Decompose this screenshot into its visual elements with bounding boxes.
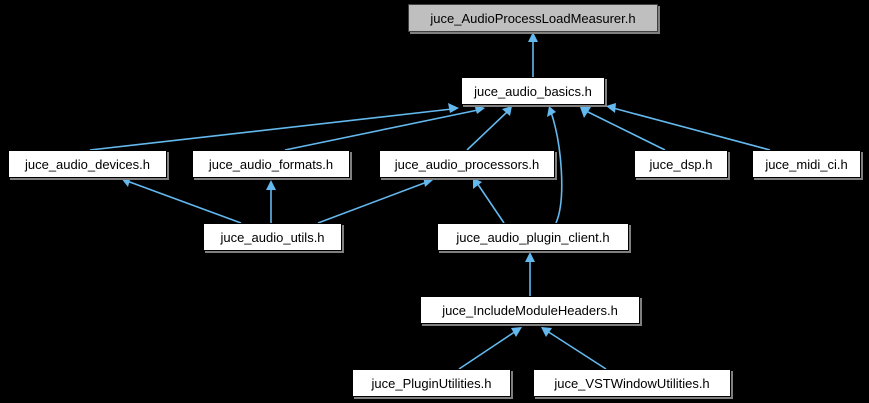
graph-node-plugin_utils[interactable]: juce_PluginUtilities.h <box>352 369 511 397</box>
graph-edge-arrowhead <box>606 103 616 113</box>
graph-edge <box>546 330 607 370</box>
graph-edge <box>612 107 771 151</box>
graph-edge <box>585 110 666 151</box>
graph-edge-arrowhead <box>541 327 552 337</box>
graph-node-dsp[interactable]: juce_dsp.h <box>634 150 728 178</box>
graph-node-label: juce_audio_formats.h <box>208 156 334 172</box>
graph-edge <box>458 330 517 370</box>
graph-node-label: juce_VSTWindowUtilities.h <box>554 375 710 391</box>
graph-node-plugin_client[interactable]: juce_audio_plugin_client.h <box>437 223 629 251</box>
graph-edge <box>317 181 428 224</box>
graph-edge-arrowhead <box>547 106 556 117</box>
graph-node-label: juce_IncludeModuleHeaders.h <box>442 302 618 318</box>
graph-node-label: juce_audio_devices.h <box>24 156 151 172</box>
graph-node-label: juce_AudioProcessLoadMeasurer.h <box>430 10 636 26</box>
graph-edge-arrowhead <box>525 252 535 262</box>
graph-node-vst_window[interactable]: juce_VSTWindowUtilities.h <box>533 369 731 397</box>
graph-node-load_measurer: juce_AudioProcessLoadMeasurer.h <box>408 4 658 32</box>
graph-edge-arrowhead <box>580 107 591 118</box>
graph-node-label: juce_audio_utils.h <box>220 229 325 245</box>
graph-node-devices[interactable]: juce_audio_devices.h <box>8 150 167 178</box>
graph-edge-arrowhead <box>473 178 482 189</box>
graph-node-label: juce_audio_plugin_client.h <box>456 229 610 245</box>
graph-edge <box>476 182 505 224</box>
graph-edge <box>126 180 242 224</box>
graph-node-label: juce_audio_processors.h <box>394 156 540 172</box>
graph-edge <box>466 111 508 151</box>
graph-edge-arrowhead <box>423 176 433 187</box>
graph-edge <box>89 108 453 151</box>
graph-node-formats[interactable]: juce_audio_formats.h <box>192 150 350 178</box>
graph-edge-arrowhead <box>266 180 276 190</box>
graph-node-include_mod[interactable]: juce_IncludeModuleHeaders.h <box>420 296 640 324</box>
graph-node-utils[interactable]: juce_audio_utils.h <box>203 223 342 251</box>
graph-edge-arrowhead <box>528 32 538 42</box>
graph-edge-arrowhead <box>121 176 131 187</box>
graph-edge <box>550 111 563 224</box>
graph-node-midi_ci[interactable]: juce_midi_ci.h <box>752 150 861 178</box>
graph-node-label: juce_PluginUtilities.h <box>371 375 492 391</box>
graph-node-label: juce_audio_basics.h <box>474 83 592 99</box>
graph-node-label: juce_dsp.h <box>649 156 713 172</box>
graph-node-label: juce_midi_ci.h <box>765 156 848 172</box>
graph-node-basics[interactable]: juce_audio_basics.h <box>461 77 605 105</box>
graph-edge-arrowhead <box>474 104 485 114</box>
graph-node-processors[interactable]: juce_audio_processors.h <box>379 150 555 178</box>
graph-edge <box>284 109 479 151</box>
graph-edge-arrowhead <box>511 327 522 337</box>
graph-edge-arrowhead <box>448 103 459 113</box>
graph-edge-arrowhead <box>502 106 512 116</box>
